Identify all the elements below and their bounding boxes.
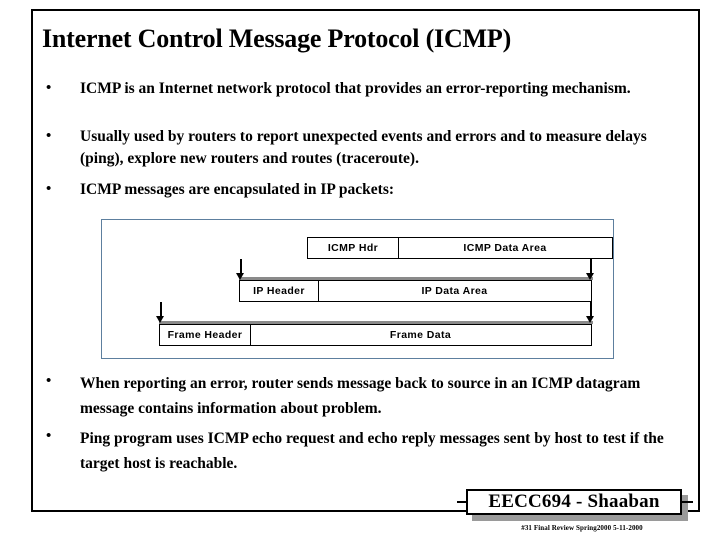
diagram-cell-ip-data-area: IP Data Area [317, 280, 592, 302]
diagram-row-ip: IP Header IP Data Area [239, 280, 592, 302]
slide-border-frame [31, 9, 700, 512]
bullet-item: • Usually used by routers to report unex… [46, 126, 694, 169]
course-badge: EECC694 - Shaaban [466, 489, 682, 515]
diagram-cell-icmp-data-area: ICMP Data Area [397, 237, 613, 259]
bullet-marker-icon: • [46, 373, 52, 389]
bullet-item: • ICMP messages are encapsulated in IP p… [46, 179, 694, 201]
arrow-down-icon [586, 302, 595, 324]
diagram-row-frame: Frame Header Frame Data [159, 324, 592, 346]
footer-badge-group: EECC694 - Shaaban [457, 489, 693, 521]
footer-note: #31 Final Review Spring2000 5-11-2000 [521, 524, 643, 532]
diagram-row-icmp: ICMP Hdr ICMP Data Area [307, 237, 613, 259]
bullet-item: • Ping program uses ICMP echo request an… [46, 426, 694, 476]
diagram-cell-frame-data: Frame Data [249, 324, 592, 346]
diagram-cell-ip-header: IP Header [239, 280, 319, 302]
frame-row-shadow [159, 321, 593, 324]
badge-connector-right [682, 501, 693, 503]
bullet-text: ICMP messages are encapsulated in IP pac… [80, 181, 395, 198]
badge-connector-left [457, 501, 466, 503]
icmp-encapsulation-diagram: ICMP Hdr ICMP Data Area IP Header IP Dat… [101, 219, 614, 359]
arrow-down-icon [586, 259, 595, 281]
bullet-marker-icon: • [46, 80, 52, 96]
diagram-cell-frame-header: Frame Header [159, 324, 251, 346]
bullet-text: When reporting an error, router sends me… [80, 375, 641, 417]
bullet-text: Usually used by routers to report unexpe… [80, 128, 647, 167]
diagram-cell-icmp-hdr: ICMP Hdr [307, 237, 399, 259]
arrow-down-icon [236, 259, 245, 281]
bullet-item: • When reporting an error, router sends … [46, 371, 694, 421]
bullet-text: Ping program uses ICMP echo request and … [80, 430, 664, 472]
bullet-marker-icon: • [46, 128, 52, 144]
page-title: Internet Control Message Protocol (ICMP) [42, 24, 512, 53]
arrow-down-icon [156, 302, 165, 324]
bullet-text: ICMP is an Internet network protocol tha… [80, 80, 631, 97]
bullet-marker-icon: • [46, 428, 52, 444]
ip-row-shadow [239, 277, 593, 280]
bullet-item: • ICMP is an Internet network protocol t… [46, 78, 694, 100]
bullet-marker-icon: • [46, 181, 52, 197]
